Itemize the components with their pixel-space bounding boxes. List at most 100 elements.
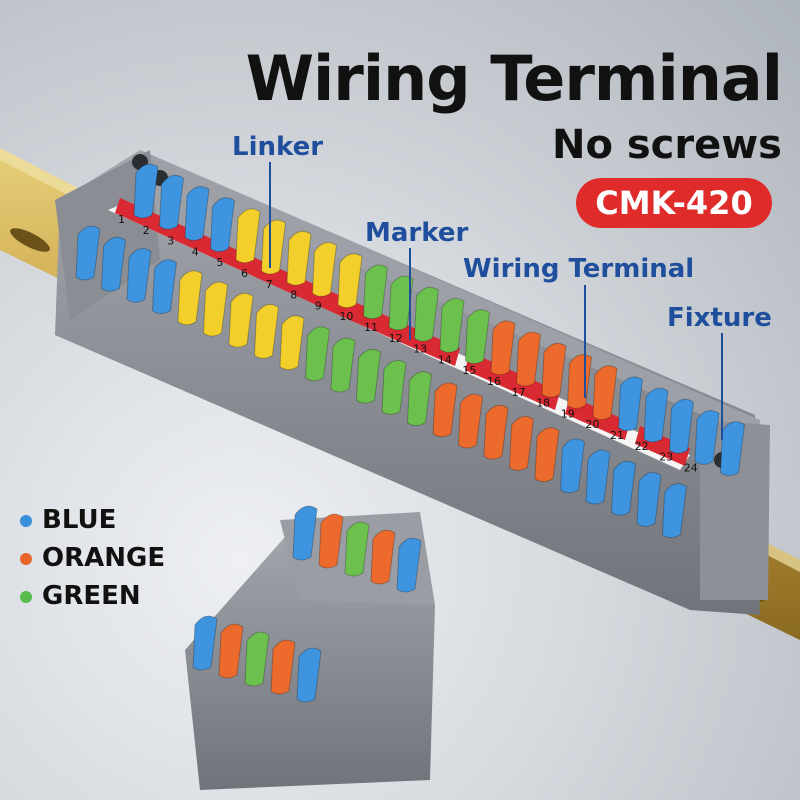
legend-label-green: GREEN xyxy=(42,581,141,611)
front-lever xyxy=(457,393,484,449)
front-lever xyxy=(279,315,305,371)
back-lever xyxy=(668,398,695,454)
small-back-lever xyxy=(396,537,422,593)
front-lever xyxy=(661,483,688,539)
marker-number: 5 xyxy=(216,256,223,269)
marker-number: 3 xyxy=(167,235,174,248)
marker-number: 23 xyxy=(659,451,673,464)
small-front-lever xyxy=(218,623,244,679)
model-badge: CMK-420 xyxy=(576,178,772,228)
marker-number: 17 xyxy=(512,386,526,399)
front-lever xyxy=(355,348,382,404)
small-front-lever xyxy=(244,631,270,687)
front-lever xyxy=(177,270,203,326)
marker-number: 13 xyxy=(413,343,427,356)
headline-title: Wiring Terminal xyxy=(245,42,783,115)
back-lever xyxy=(464,309,491,365)
back-lever xyxy=(235,208,261,264)
front-lever xyxy=(559,438,586,494)
marker-number: 1 xyxy=(118,213,125,226)
marker-number: 12 xyxy=(389,332,403,345)
front-lever xyxy=(534,427,560,483)
legend-dot-blue xyxy=(20,514,32,527)
back-lever xyxy=(413,286,440,342)
back-lever xyxy=(592,365,618,421)
legend-dot-green xyxy=(20,590,32,603)
small-back-lever xyxy=(344,521,370,577)
callout-lines xyxy=(269,162,723,440)
marker-number: 24 xyxy=(684,461,698,474)
back-lever xyxy=(184,185,210,241)
callout-linker: Linker xyxy=(232,132,324,162)
marker-number: 20 xyxy=(585,418,599,431)
small-front-lever xyxy=(192,615,218,671)
marker-number: 8 xyxy=(290,289,297,302)
marker-number: 22 xyxy=(635,440,649,453)
back-lever xyxy=(337,253,363,309)
small-back-lever xyxy=(318,513,344,569)
callout-wiring-terminal: Wiring Terminal xyxy=(463,254,695,284)
back-lever xyxy=(209,197,236,253)
back-lever xyxy=(362,264,389,320)
marker-number: 6 xyxy=(241,267,248,280)
front-lever xyxy=(381,359,407,415)
marker-number: 19 xyxy=(561,407,575,420)
back-lever xyxy=(719,421,746,477)
back-lever xyxy=(541,342,567,398)
front-lever xyxy=(432,382,458,438)
front-lever xyxy=(610,460,637,516)
marker-number: 7 xyxy=(266,278,273,291)
front-lever xyxy=(304,326,331,382)
front-lever xyxy=(75,225,101,281)
marker-number: 16 xyxy=(487,375,501,388)
marker-number: 18 xyxy=(536,397,550,410)
marker-number: 15 xyxy=(462,364,476,377)
front-lever xyxy=(636,471,662,527)
front-lever xyxy=(253,303,280,359)
legend-label-orange: ORANGE xyxy=(42,543,166,573)
front-lever xyxy=(330,337,356,393)
back-lever xyxy=(439,297,465,353)
headline-subtitle: No screws xyxy=(551,122,782,168)
callout-fixture: Fixture xyxy=(667,303,772,333)
back-lever xyxy=(133,163,159,219)
front-lever xyxy=(126,247,152,303)
front-lever xyxy=(151,259,178,315)
front-lever xyxy=(100,236,127,292)
back-lever xyxy=(617,376,644,432)
legend-dot-orange xyxy=(20,552,32,565)
small-back-lever xyxy=(292,505,318,561)
front-lever xyxy=(585,449,611,505)
legend-green: GREEN xyxy=(20,581,141,611)
legend-label-blue: BLUE xyxy=(42,505,117,535)
front-lever xyxy=(202,281,229,337)
small-front-lever xyxy=(296,647,322,703)
legend-blue: BLUE xyxy=(20,505,116,535)
small-block-levers xyxy=(192,505,422,703)
front-lever xyxy=(228,292,254,348)
legend-orange: ORANGE xyxy=(20,543,165,573)
back-lever xyxy=(311,241,338,297)
marker-number: 21 xyxy=(610,429,624,442)
back-lever xyxy=(286,230,312,286)
back-lever xyxy=(490,320,516,376)
small-front-lever xyxy=(270,639,296,695)
marker-number: 9 xyxy=(315,299,322,312)
back-lever xyxy=(694,409,720,465)
marker-number: 11 xyxy=(364,321,378,334)
marker-number: 14 xyxy=(438,353,452,366)
back-lever xyxy=(515,331,542,387)
marker-number: 10 xyxy=(339,310,353,323)
marker-number: 2 xyxy=(143,224,150,237)
small-back-lever xyxy=(370,529,396,585)
callout-marker: Marker xyxy=(365,218,469,248)
main-strip-levers xyxy=(75,163,746,539)
front-lever xyxy=(483,404,509,460)
marker-number: 4 xyxy=(192,245,199,258)
back-lever xyxy=(388,275,414,331)
front-lever xyxy=(508,415,535,471)
back-lever xyxy=(158,174,185,230)
